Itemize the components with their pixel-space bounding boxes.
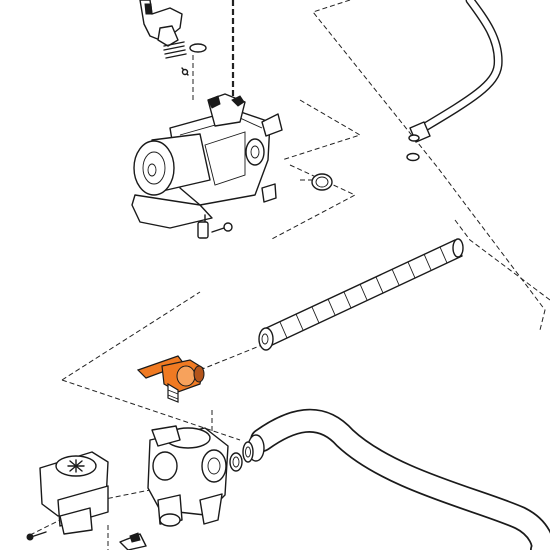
lower-pipe: [242, 408, 550, 550]
pump-assembly: [131, 93, 333, 239]
upper-pipe: [406, 0, 503, 162]
spring-coil: [163, 41, 187, 59]
top-connector: [139, 0, 207, 76]
hose-ribs: [279, 246, 448, 339]
drain-valve[interactable]: [136, 355, 205, 403]
bottom-clip: [119, 532, 147, 550]
motor-actuator: [26, 451, 109, 541]
lower-valve-body: [147, 425, 243, 527]
fan-icon: [67, 459, 85, 473]
corrugated-hose: [258, 238, 464, 351]
